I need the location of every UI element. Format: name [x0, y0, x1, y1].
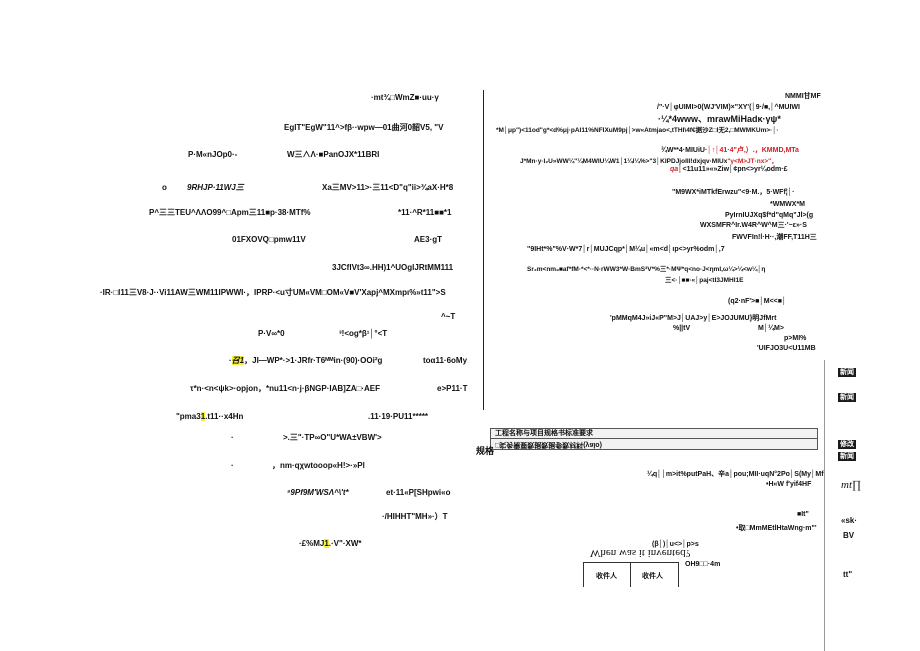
- left-line-6b: AE3·gT: [414, 235, 442, 244]
- left-line-3b: W三∧Λ·■PanOJX*11BRI: [287, 150, 380, 159]
- left-line-14b: >.三"·TP∞O"U*WA±VBW'>: [283, 433, 382, 442]
- right-line-9: *WMWX*M: [770, 201, 805, 208]
- mirrored-question: When was it invented?: [590, 547, 691, 559]
- right-line-12: FWVFIn!l·H··,潮FF,T11H三: [732, 234, 817, 241]
- side-bar-4: 新闻: [838, 452, 856, 461]
- left-line-16a: ⁹9Pf9M'WSΛ^\'t*: [287, 488, 349, 497]
- left-line-18: ·£%MJ1.·V"·XW*: [299, 539, 362, 548]
- left-line-15a: ·: [231, 461, 234, 470]
- left-line-11a: ·召1，JI—WP*·>1·JRfr·T6ᴹᴹin·(90)·OOi²g: [229, 356, 383, 365]
- left-line-1: ·mt¾□WmZ■·uu·γ: [371, 93, 439, 102]
- left-line-8: ·IR·□l11三V8·J··Vi11AW三WM11IPWWI·，IPRP·<u…: [100, 288, 446, 297]
- side-bar-1: 新闻: [838, 368, 856, 377]
- right-line-8: "M9WX*iMTkfErwzu"<9·M.，5·WFf¦│·: [672, 189, 795, 196]
- left-line-5b: *11·^R*11■■*1: [398, 208, 452, 217]
- bottom-table-box: 收件人 收件人: [583, 562, 679, 587]
- left-line-10b: ³!<og*β¹│°<T: [339, 329, 388, 338]
- left-line-13b: .11·19·PU11*****: [368, 412, 429, 421]
- bottom-table-label-2: 收件人: [642, 573, 663, 580]
- right-line-21: ¼q││m>it%putPaH、辛a│pou;MII·uqN°2Po│S(My│…: [647, 471, 826, 478]
- left-line-7: 3JCflVt3∞.HH)1^UOglJRtMM111: [332, 263, 454, 272]
- right-line-10: PyIrnIUJXq$f*d"qMq"Jl>(g: [725, 212, 814, 219]
- left-line-17: ·/HIHHT"MH»·）T: [382, 512, 448, 521]
- bottom-table-divider: [630, 563, 631, 587]
- left-line-2: EglT"EgW"11^>fβ··wpw—01曲河0韶V5, "V: [284, 123, 444, 132]
- right-line-7: qa│<11u11»«»Ziw│¢pn<>yr¼odm·£: [670, 166, 788, 173]
- right-line-2: /"·V│φUIMI>0(WJ'VIM)×"XY'(│9·/■,│^MUIWI: [657, 104, 800, 111]
- left-line-6a: 01FXOVQ□pmw11V: [232, 235, 306, 244]
- column-divider: [483, 90, 484, 410]
- right-line-19: p>MI%: [784, 335, 807, 342]
- left-line-4c: Xa三MV>11>·三11<D"q"ii>¾aX·H*8: [322, 183, 454, 192]
- box-left-label: 规格: [476, 446, 495, 456]
- box-row-2: □实务需要数据数据参数材料(yalo): [490, 438, 818, 450]
- left-line-12a: τ*n·<n<ψk>·opjon，*nu11<n·j·βNGP·IAB]ZA□·…: [190, 384, 380, 393]
- right-line-18a: %||tV: [673, 325, 691, 332]
- side-bar-2: 新闻: [838, 393, 856, 402]
- right-line-11: WXSMFR^Ir.W4R^W^M三·'~ε»·S: [700, 222, 807, 229]
- left-line-15b: ，nm·qχwtooop«H!>·»Pl: [272, 461, 365, 470]
- left-line-3a: P·M«nJOp0·-: [188, 150, 238, 159]
- right-line-4: *M│μp")<11od"g*<d%μj·pAI11%NFIXuM9pj│>w«…: [496, 127, 779, 134]
- right-line-26: OH9□□·4m: [685, 561, 721, 568]
- right-line-23: ■It": [797, 511, 809, 518]
- left-line-13a: "pma31.t11··x4Hn: [176, 412, 244, 421]
- right-line-20: 'UIFJO3U<U11MB: [757, 345, 816, 352]
- left-line-5a: P^三三TEU^ΛΛO99^□Apm三11■p·38·MTf%: [149, 208, 311, 217]
- right-line-18b: M│¼M>: [758, 325, 784, 332]
- right-line-14: Sr₂m<nm₉■af*fM·*<*··N·rWW3*W·BmS²V*%三*·M…: [527, 266, 766, 273]
- left-line-11b: toα11·6oMy: [423, 356, 468, 365]
- far-right-divider: [824, 360, 825, 651]
- right-line-16: (q2·nF'>■│M<<■│: [728, 298, 787, 305]
- left-line-4b: 9RHJP·11WJ三: [187, 183, 244, 192]
- right-line-1: NMMI甘MF: [785, 93, 821, 100]
- side-bar-3: 修改: [838, 440, 856, 449]
- left-line-10a: P·V∞*0: [258, 329, 285, 338]
- left-line-16b: et·11«P[SHpwi«o: [386, 488, 451, 497]
- left-line-12b: e>P11·T: [437, 384, 468, 393]
- far-right-text-1: mt∏: [841, 479, 862, 491]
- right-line-13: "9IHt*%"%V·W*7│r│MUJCqp*│M¼u│«m<d│ιp<>yr…: [527, 246, 725, 253]
- right-line-17: 'pMMqM4J»iJ«P"M>J│UAJ>y│E>JOJUMU}明JfMrt: [610, 315, 777, 322]
- far-right-text-3: BV: [843, 531, 855, 540]
- right-line-24: •取□MmMEtlHtaWng·m"': [736, 525, 817, 532]
- highlight-mark: 1: [324, 539, 329, 548]
- right-line-15: 三<·│■■·«│paj<tI3JMHI1E: [665, 277, 744, 284]
- right-line-5a: ¾W**4·MIUiU·│↑│41·4"卢,）.，KMMD,MTa: [661, 147, 799, 154]
- highlight-mark: 召1: [231, 356, 245, 365]
- right-line-25: (β│)│u<>│p>s: [652, 541, 699, 548]
- highlight-mark: 1: [200, 412, 206, 421]
- left-line-9: ^~T: [441, 312, 456, 321]
- left-line-4a: o: [162, 183, 167, 192]
- right-line-3: ·¼*4www、mrawMiHadκ·γψ*: [658, 114, 781, 124]
- left-line-14a: ·: [231, 433, 234, 442]
- far-right-text-2: «sk·: [841, 516, 858, 525]
- right-line-22: •H«W f'yif4HF: [766, 481, 812, 488]
- bottom-table-label-1: 收件人: [596, 573, 617, 580]
- far-right-text-4: tt": [843, 570, 853, 579]
- right-line-6: J*Mn·y·I₂U»WW¼"¼M4WIU¼W1│1¼l¼%>"3│KIPDJj…: [520, 158, 778, 165]
